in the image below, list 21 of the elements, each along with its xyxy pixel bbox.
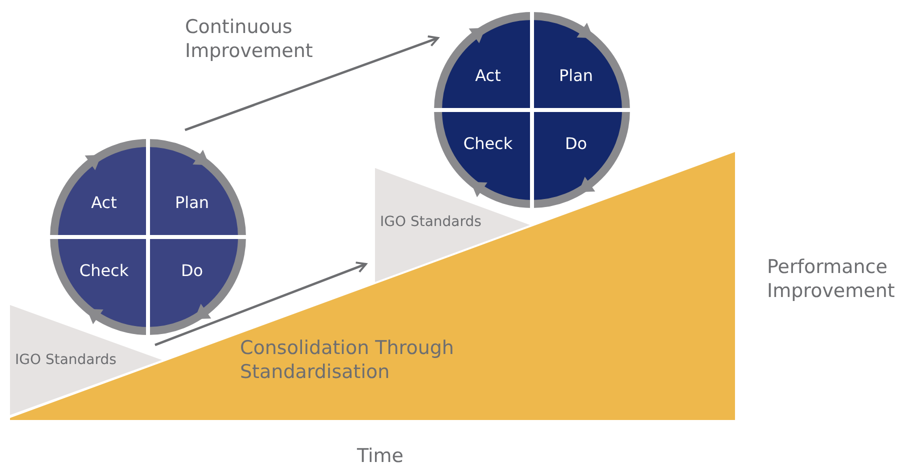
- arrow: [184, 35, 439, 132]
- cycle-step-label: Check: [78, 261, 130, 281]
- ramp-label: Consolidation Through Standardisation: [240, 336, 455, 384]
- performance-ramp: [10, 152, 735, 420]
- standards-wedge: [375, 168, 530, 282]
- cycle-step-label: Check: [462, 134, 514, 154]
- cycle-step-label: Do: [180, 261, 204, 281]
- axis-label: Performance Improvement: [767, 255, 896, 303]
- wedge-label: IGO Standards: [15, 352, 116, 368]
- cycle-step-label: Plan: [174, 193, 210, 213]
- improvement-label: Continuous Improvement: [185, 15, 314, 63]
- standards-wedge: [10, 305, 162, 415]
- cycle-step-label: Plan: [558, 66, 594, 86]
- cycle-step-label: Act: [474, 66, 502, 86]
- pdca-cycle-circle: [434, 12, 630, 208]
- arrow: [154, 262, 367, 346]
- cycle-step-label: Act: [90, 193, 118, 213]
- cycle-step-label: Do: [564, 134, 588, 154]
- axis-label: Time: [357, 444, 404, 465]
- wedge-label: IGO Standards: [380, 214, 482, 230]
- pdca-cycle-circle: [50, 139, 246, 335]
